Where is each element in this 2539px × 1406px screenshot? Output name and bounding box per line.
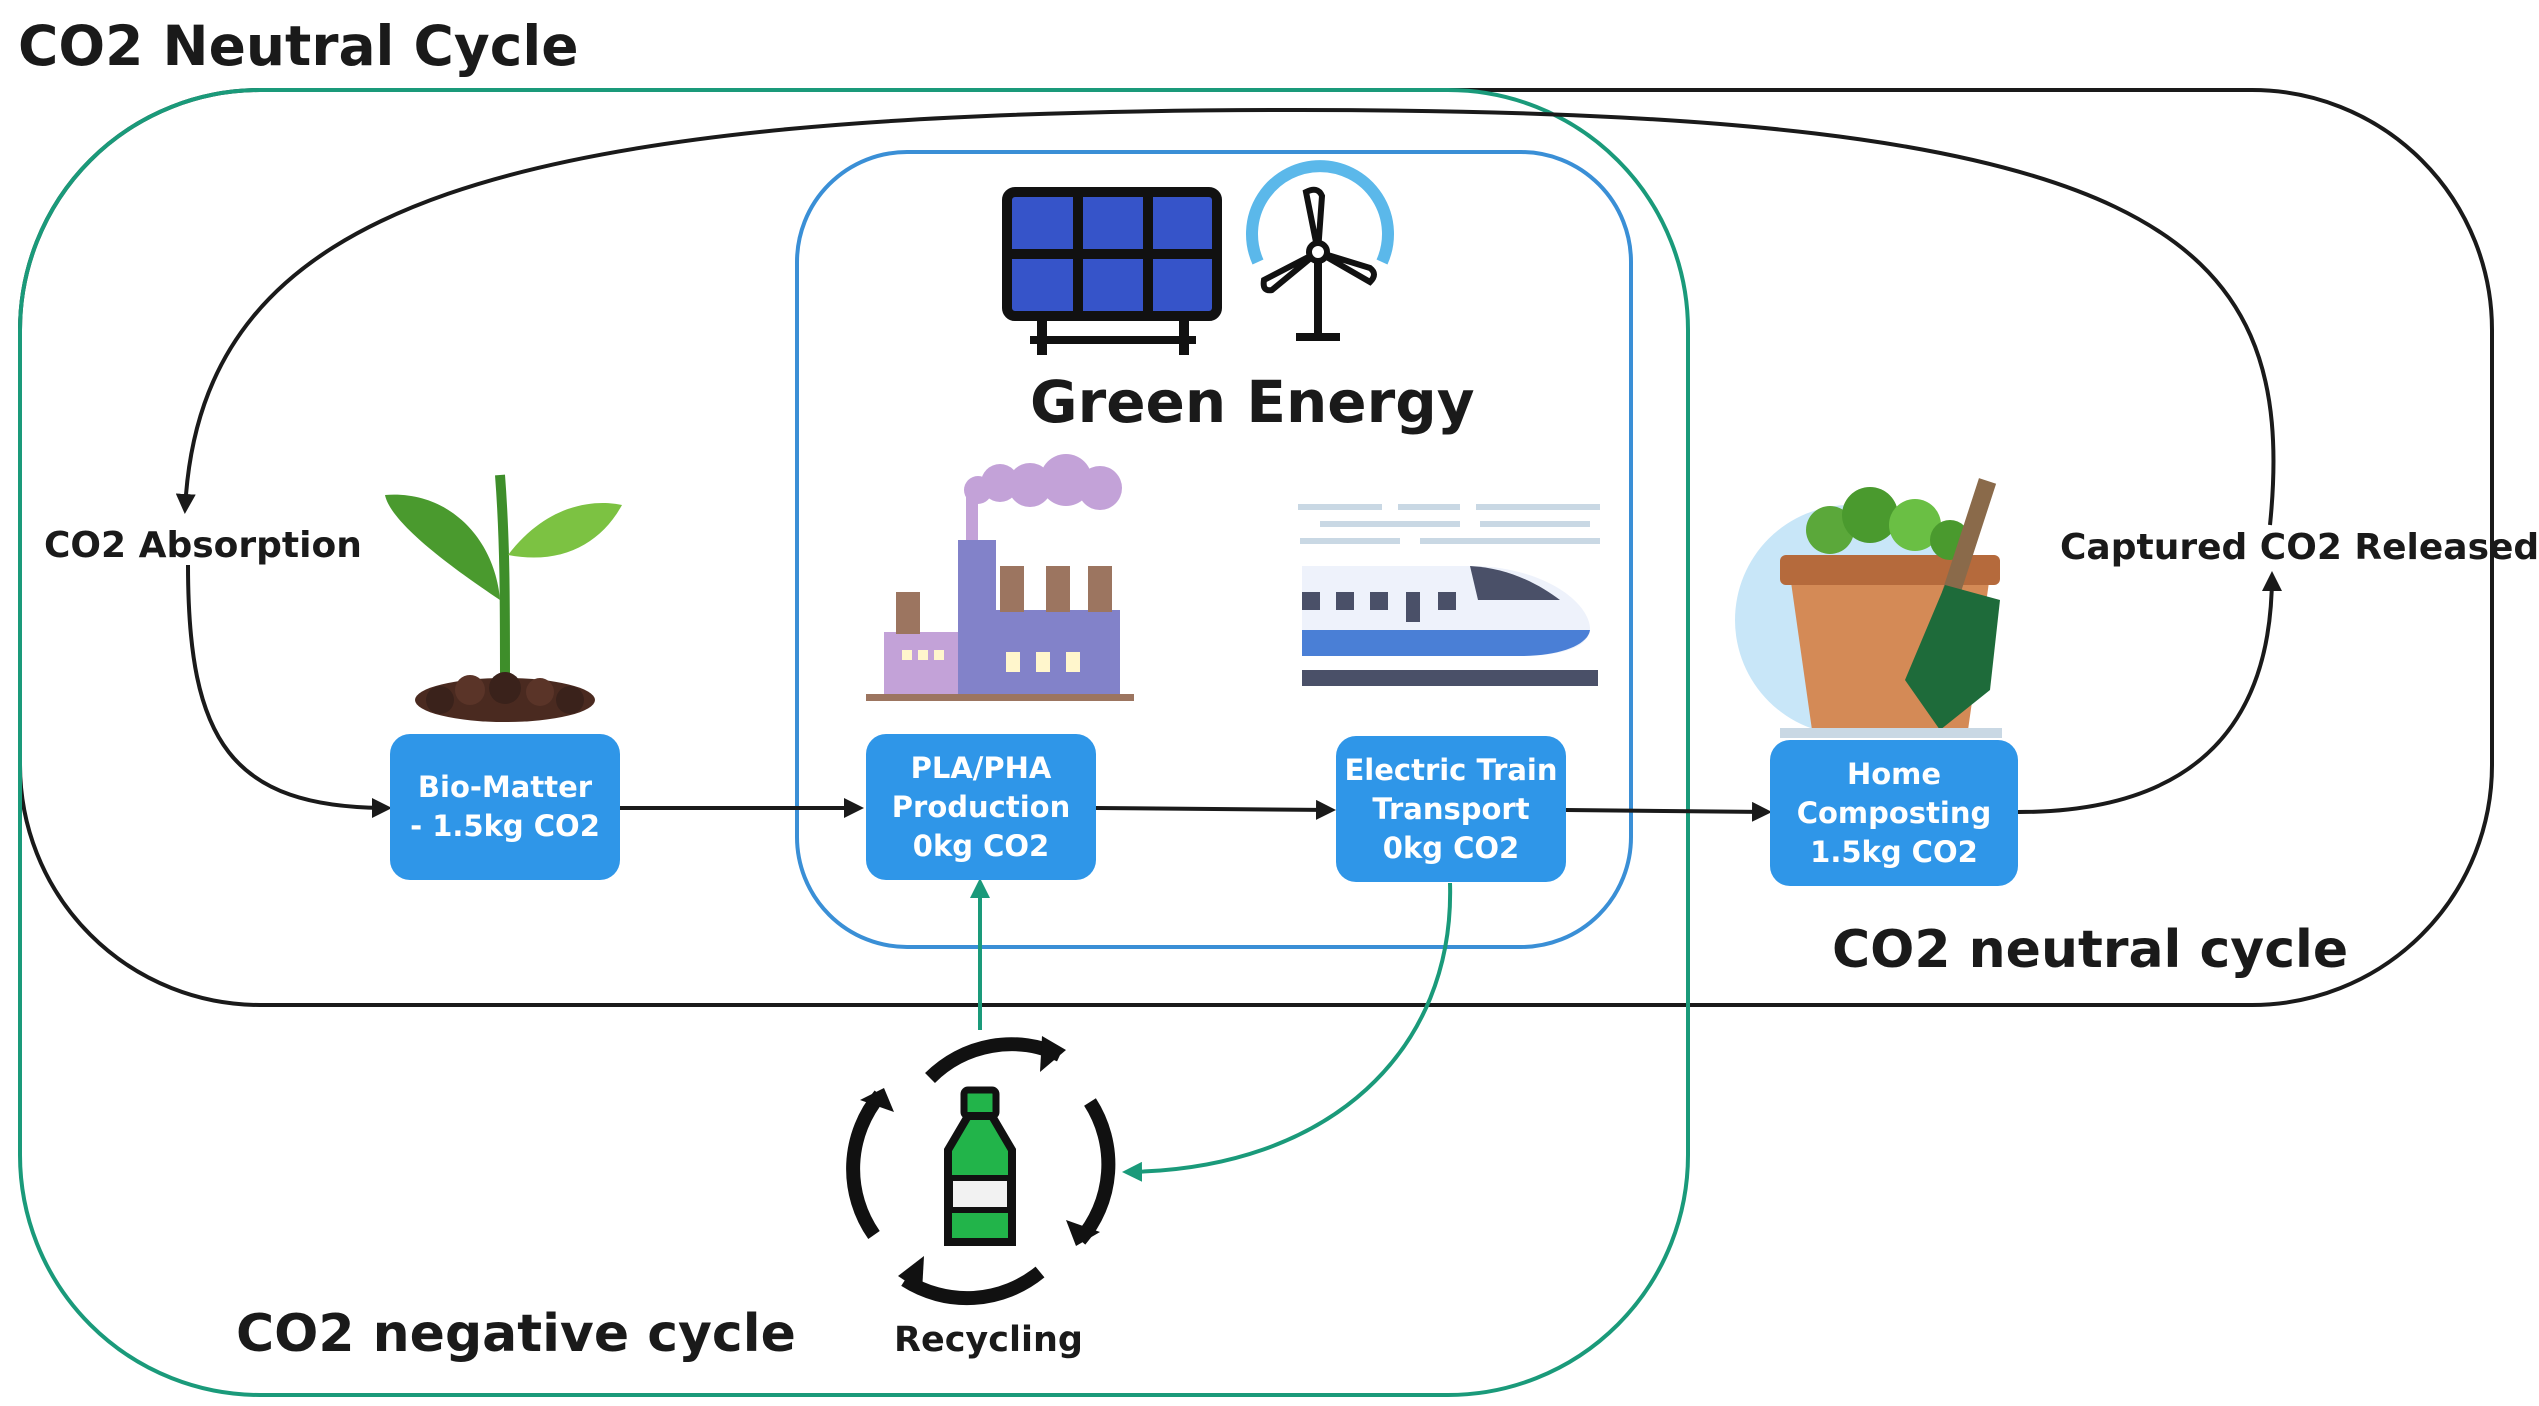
co2-released-label: Captured CO2 Released (2060, 527, 2539, 568)
green-energy-outline (795, 150, 1633, 949)
node-bio-matter: Bio-Matter - 1.5kg CO2 (390, 734, 620, 880)
arrow-pla-to-train (1095, 799, 1336, 820)
released-arrow (2017, 571, 2282, 814)
node-pla-pha-production: PLA/PHA Production 0kg CO2 (866, 734, 1096, 880)
bullet-train-icon (1298, 504, 1600, 686)
absorption-arrow (186, 564, 392, 818)
node-bio-matter-text: Bio-Matter - 1.5kg CO2 (410, 770, 600, 843)
page-title: CO2 Neutral Cycle (18, 14, 579, 78)
negative-cycle-label: CO2 negative cycle (236, 1304, 796, 1364)
negative-cycle-outline (18, 88, 1690, 1397)
co2-absorption-label: CO2 Absorption (44, 525, 362, 566)
node-pla-pha-text: PLA/PHA Production 0kg CO2 (891, 750, 1071, 863)
arrow-train-to-compost (1565, 801, 1772, 822)
cycle-return-arrow (175, 107, 2276, 526)
green-energy-label: Green Energy (1030, 368, 1475, 436)
node-home-composting-text: Home Composting 1.5kg CO2 (1796, 756, 1992, 869)
sprout-icon (385, 474, 622, 722)
solar-panel-icon (1002, 187, 1222, 355)
recycling-label: Recycling (894, 1320, 1083, 1360)
node-home-composting: Home Composting 1.5kg CO2 (1770, 740, 2018, 886)
neutral-cycle-label: CO2 neutral cycle (1832, 920, 2349, 980)
plant-pot-shovel-icon (1735, 478, 2002, 738)
factory-icon (866, 454, 1134, 701)
wind-turbine-icon (1246, 160, 1394, 341)
node-electric-train: Electric Train Transport 0kg CO2 (1336, 736, 1566, 882)
arrow-train-to-recycling (1122, 882, 1453, 1182)
node-electric-train-text: Electric Train Transport 0kg CO2 (1344, 752, 1558, 865)
recycle-bottle-icon (846, 1036, 1116, 1306)
